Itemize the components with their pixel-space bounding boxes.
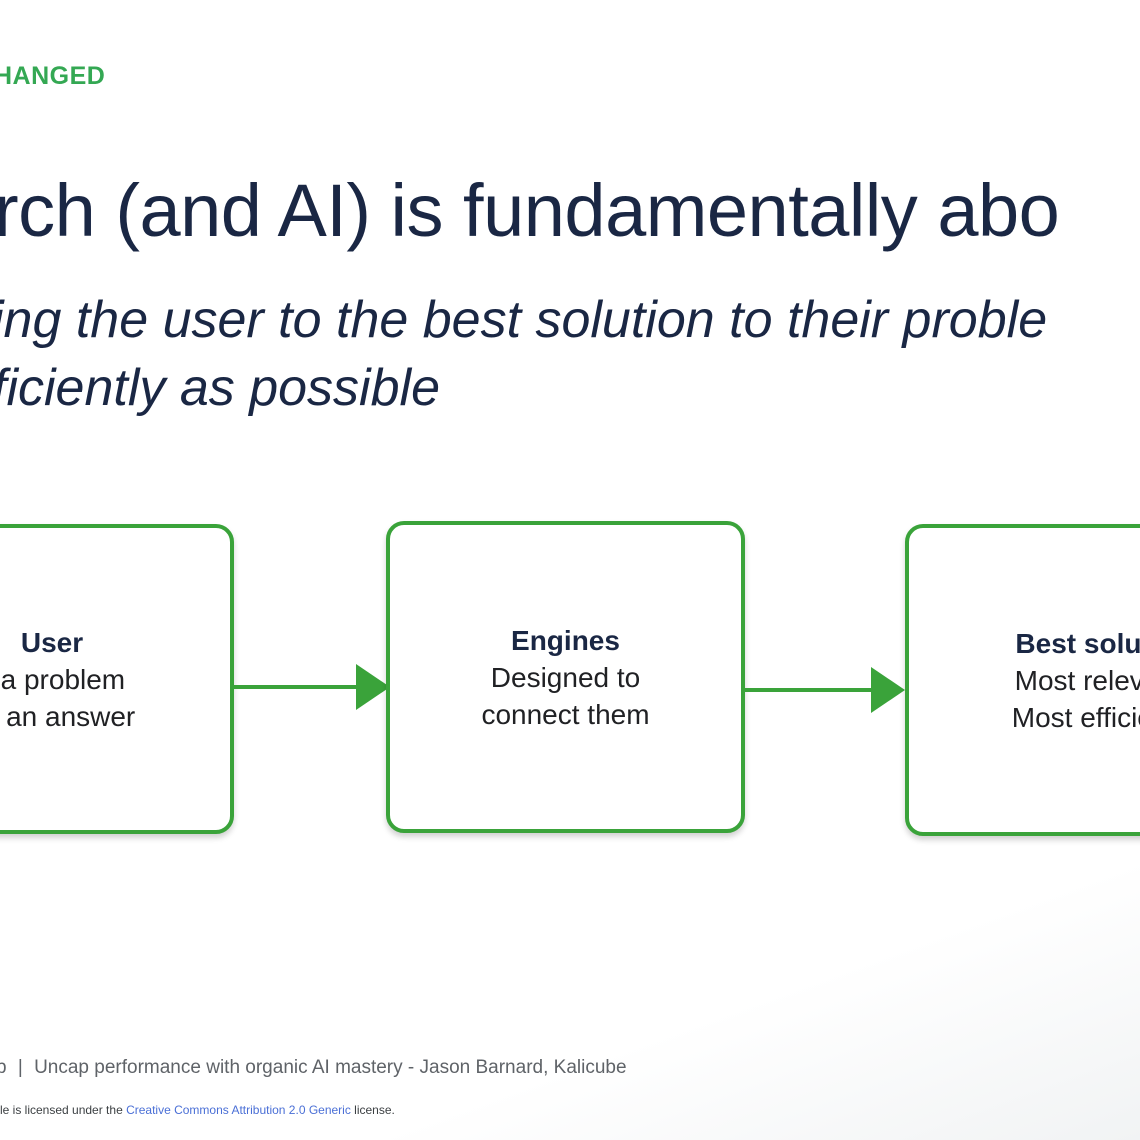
flow-box-line: connect them [481,698,650,730]
arrow-right-icon [871,667,905,713]
footer-separator: | [17,1057,23,1078]
flow-connector-line [745,688,873,692]
footer-text: Uncap performance with organic AI master… [34,1057,627,1078]
flow-box-line: s a problem [0,663,126,695]
flow-box-line: ds an answer [0,700,136,732]
footer-prefix: b [0,1057,7,1078]
flow-box-engines: Engines Designed to connect them [386,521,745,833]
license-text-after: license. [350,1103,395,1117]
flow-box-line: Most efficier [1011,701,1140,733]
flow-box-title: User [20,626,84,658]
license-notice: file is licensed under the Creative Comm… [0,1103,395,1117]
slide-headline: rch (and AI) is fundamentally abo [0,169,1060,252]
slide-footer: b | Uncap performance with organic AI ma… [0,1057,627,1079]
flow-box-title: Best soluti [1015,627,1140,659]
flow-box-user: User s a problem ds an answer [0,524,234,834]
slide-subheadline: ing the user to the best solution to the… [0,286,1047,422]
flow-box-line: Designed to [490,661,641,693]
license-text-before: file is licensed under the [0,1103,127,1117]
license-link[interactable]: Creative Commons Attribution 2.0 Generic [126,1103,351,1117]
flow-box-title: Engines [511,624,620,656]
flow-box-best-solution: Best soluti Most releva Most efficier [905,524,1140,836]
subheadline-line-2: ficiently as possible [0,359,440,417]
flow-box-line: Most releva [1014,664,1140,696]
section-kicker: HANGED [0,62,106,90]
subheadline-line-1: ing the user to the best solution to the… [0,291,1048,349]
arrow-right-icon [356,664,390,710]
flow-connector-line [234,685,358,689]
